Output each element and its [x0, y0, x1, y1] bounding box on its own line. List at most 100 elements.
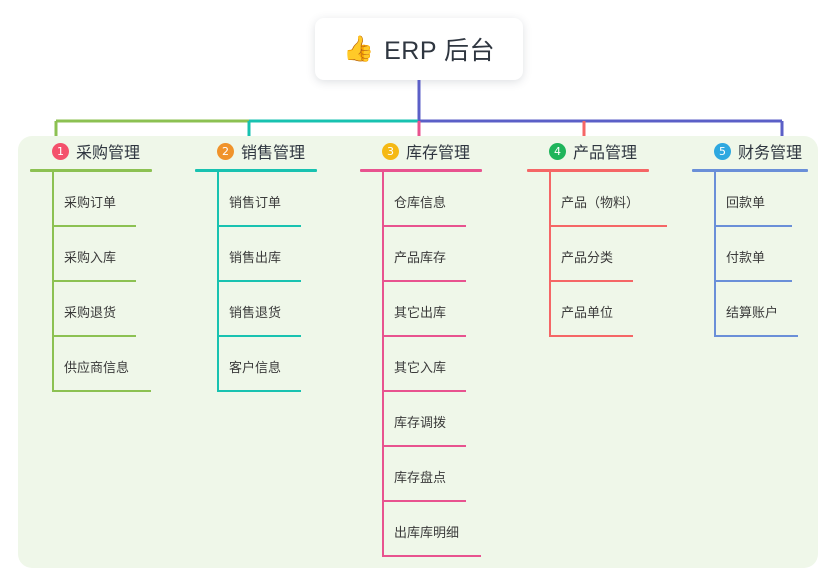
menu-item[interactable]: 结算账户 [692, 282, 820, 337]
column-title-5: 财务管理 [738, 145, 803, 162]
column-spine-4 [549, 172, 551, 337]
menu-item-rule [716, 335, 798, 337]
column-body-1: 采购订单采购入库采购退货供应商信息 [30, 172, 180, 392]
menu-item[interactable]: 出库库明细 [360, 502, 510, 557]
menu-item[interactable]: 付款单 [692, 227, 820, 282]
column-badge-3: 3 [382, 142, 399, 160]
root-node-title: ERP 后台 [384, 37, 496, 65]
menu-item-label: 采购订单 [64, 195, 117, 210]
column-header-5[interactable]: 5 财务管理 [692, 136, 820, 166]
column-3: 3 库存管理仓库信息产品库存其它出库其它入库库存调拨库存盘点出库库明细 [360, 136, 510, 557]
menu-item[interactable]: 产品分类 [527, 227, 677, 282]
menu-item-rule [384, 280, 466, 282]
menu-item-rule [384, 555, 481, 557]
menu-item-rule [54, 225, 136, 227]
menu-item-rule [551, 280, 633, 282]
column-title-1: 采购管理 [76, 145, 141, 162]
menu-item-label: 销售退货 [229, 305, 282, 320]
menu-item-rule [54, 390, 151, 392]
menu-item[interactable]: 客户信息 [195, 337, 345, 392]
menu-item-rule [551, 225, 667, 227]
menu-item-rule [384, 500, 466, 502]
menu-item-label: 其它入库 [394, 360, 447, 375]
menu-item-label: 客户信息 [229, 360, 282, 375]
column-spine-2 [217, 172, 219, 392]
menu-item-rule [384, 390, 466, 392]
menu-item-rule [219, 280, 301, 282]
menu-item[interactable]: 供应商信息 [30, 337, 180, 392]
root-node-card[interactable]: 👍 ERP 后台 [315, 18, 523, 80]
menu-item-rule [219, 335, 301, 337]
menu-item-rule [384, 445, 466, 447]
column-badge-2: 2 [217, 142, 234, 160]
column-body-2: 销售订单销售出库销售退货客户信息 [195, 172, 345, 392]
menu-item-label: 库存盘点 [394, 470, 447, 485]
mindmap-panel: 1 采购管理采购订单采购入库采购退货供应商信息 2 销售管理销售订单销售出库销售退货客… [18, 136, 818, 568]
menu-item[interactable]: 销售订单 [195, 172, 345, 227]
menu-item-label: 产品分类 [561, 250, 614, 265]
menu-item[interactable]: 回款单 [692, 172, 820, 227]
menu-item-rule [551, 335, 633, 337]
menu-item-rule [219, 390, 301, 392]
column-header-rule-2 [195, 169, 317, 172]
menu-item-label: 产品单位 [561, 305, 614, 320]
menu-item-rule [716, 225, 792, 227]
menu-item[interactable]: 其它出库 [360, 282, 510, 337]
menu-item-rule [54, 335, 136, 337]
menu-item[interactable]: 采购入库 [30, 227, 180, 282]
menu-item[interactable]: 其它入库 [360, 337, 510, 392]
menu-item-rule [384, 225, 466, 227]
column-header-rule-4 [527, 169, 649, 172]
column-header-4[interactable]: 4 产品管理 [527, 136, 677, 166]
menu-item-label: 结算账户 [726, 305, 779, 320]
menu-item-label: 仓库信息 [394, 195, 447, 210]
menu-item[interactable]: 产品库存 [360, 227, 510, 282]
column-header-2[interactable]: 2 销售管理 [195, 136, 345, 166]
column-header-1[interactable]: 1 采购管理 [30, 136, 180, 166]
menu-item-rule [219, 225, 301, 227]
menu-item-label: 供应商信息 [64, 360, 130, 375]
menu-item-label: 采购入库 [64, 250, 117, 265]
column-spine-5 [714, 172, 716, 337]
column-body-3: 仓库信息产品库存其它出库其它入库库存调拨库存盘点出库库明细 [360, 172, 510, 557]
menu-item-label: 付款单 [726, 250, 766, 265]
column-2: 2 销售管理销售订单销售出库销售退货客户信息 [195, 136, 345, 392]
menu-item[interactable]: 产品（物料） [527, 172, 677, 227]
column-badge-4: 4 [549, 142, 566, 160]
menu-item-label: 销售出库 [229, 250, 282, 265]
menu-item-label: 库存调拨 [394, 415, 447, 430]
column-body-4: 产品（物料） 产品分类产品单位 [527, 172, 677, 337]
menu-item-label: 产品（物料） [561, 195, 640, 210]
menu-item-rule [54, 280, 136, 282]
menu-item[interactable]: 库存调拨 [360, 392, 510, 447]
thumbs-up-icon: 👍 [342, 34, 375, 63]
column-header-3[interactable]: 3 库存管理 [360, 136, 510, 166]
menu-item[interactable]: 销售退货 [195, 282, 345, 337]
column-header-rule-3 [360, 169, 482, 172]
menu-item[interactable]: 库存盘点 [360, 447, 510, 502]
menu-item[interactable]: 仓库信息 [360, 172, 510, 227]
column-title-3: 库存管理 [406, 145, 471, 162]
menu-item[interactable]: 产品单位 [527, 282, 677, 337]
menu-item-rule [384, 335, 466, 337]
column-spine-1 [52, 172, 54, 392]
menu-item-label: 回款单 [726, 195, 766, 210]
column-title-4: 产品管理 [573, 145, 638, 162]
column-header-rule-1 [30, 169, 152, 172]
column-header-rule-5 [692, 169, 808, 172]
menu-item-label: 其它出库 [394, 305, 447, 320]
menu-item[interactable]: 采购订单 [30, 172, 180, 227]
column-badge-5: 5 [714, 142, 731, 160]
column-5: 5 财务管理回款单付款单结算账户 [692, 136, 820, 337]
menu-item-label: 出库库明细 [394, 525, 460, 540]
column-badge-1: 1 [52, 142, 69, 160]
menu-item-label: 销售订单 [229, 195, 282, 210]
column-4: 4 产品管理产品（物料） 产品分类产品单位 [527, 136, 677, 337]
menu-item[interactable]: 销售出库 [195, 227, 345, 282]
column-1: 1 采购管理采购订单采购入库采购退货供应商信息 [30, 136, 180, 392]
menu-item-label: 采购退货 [64, 305, 117, 320]
column-title-2: 销售管理 [241, 145, 306, 162]
column-body-5: 回款单付款单结算账户 [692, 172, 820, 337]
column-spine-3 [382, 172, 384, 557]
menu-item[interactable]: 采购退货 [30, 282, 180, 337]
